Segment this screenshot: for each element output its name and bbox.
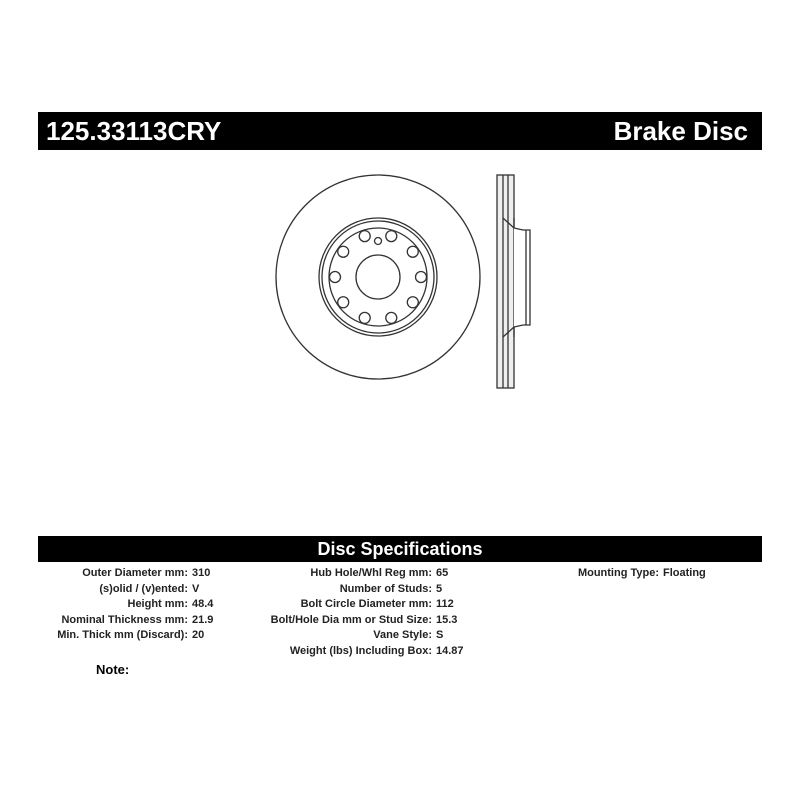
spec-value: 48.4: [192, 598, 214, 611]
spec-value: 5: [436, 582, 443, 595]
spec-label: Weight (lbs) Including Box:: [289, 645, 432, 657]
product-type: Brake Disc: [613, 116, 748, 146]
part-number: 125.33113CRY: [46, 116, 222, 146]
spec-row: Height mm:48.4: [0, 597, 800, 612]
bolt-hole: [337, 245, 350, 258]
spec-label: Height mm:: [127, 598, 189, 611]
bolt-hole: [337, 296, 350, 309]
note-label: Note:: [96, 662, 130, 677]
spec-row: Nominal Thickness mm: 21.9: [0, 613, 800, 628]
spec-value: S: [436, 629, 444, 642]
spec-value: 20: [192, 629, 205, 642]
spec-row: Number of Studs: 5: [0, 582, 800, 597]
spec-row: Hub Hole/Whl Reg mm: 65: [0, 566, 800, 581]
bolt-hole: [385, 229, 398, 243]
spec-value: 310: [192, 567, 211, 579]
spec-value: 65: [436, 567, 449, 579]
spec-label: Nominal Thickness mm:: [61, 613, 188, 626]
spec-label: Bolt/Hole Dia mm or Stud Size:: [270, 613, 432, 626]
spec-value: 14.87: [436, 645, 464, 657]
spec-title-bar: Disc Specifications: [38, 536, 762, 562]
bolt-hole: [385, 311, 398, 325]
spec-label: (s)olid / (v)ented:: [99, 582, 188, 595]
spec-row: (s)olid / (v)ented: V: [0, 582, 800, 597]
spec-value: 15.3: [436, 613, 458, 626]
bolt-hole: [358, 311, 371, 325]
spec-row: Outer Diameter mm: 310: [0, 566, 800, 581]
disc-front-view: [275, 174, 481, 380]
spec-row: Min. Thick mm (Discard): 20: [0, 628, 800, 643]
spec-row: Vane Style: S: [0, 628, 800, 643]
header-bar: 125.33113CRY Brake Disc: [38, 112, 762, 150]
spec-row: Mounting Type: Floating: [0, 566, 800, 581]
spec-label: Mounting Type:: [577, 567, 659, 579]
hub-hole: [355, 254, 401, 300]
spec-label: Number of Studs:: [339, 582, 432, 595]
spec-row: Bolt/Hole Dia mm or Stud Size: 15.3: [0, 613, 800, 628]
bolt-hole: [358, 229, 371, 243]
disc-side-profile: [496, 174, 531, 389]
bolt-hole: [406, 245, 419, 258]
spec-label: Vane Style:: [373, 629, 432, 642]
spec-row: Bolt Circle Diameter mm: 112: [0, 597, 800, 612]
spec-label: Bolt Circle Diameter mm:: [300, 598, 432, 611]
spec-row: Weight (lbs) Including Box: 14.87: [0, 644, 800, 659]
spec-label: Min. Thick mm (Discard):: [57, 629, 188, 642]
spec-value: V: [192, 582, 200, 595]
spec-value: 21.9: [192, 613, 214, 626]
spec-label: Outer Diameter mm:: [82, 567, 188, 579]
spec-value: Floating: [663, 567, 706, 579]
spec-value: 112: [436, 598, 454, 611]
bolt-hole: [414, 270, 428, 284]
bolt-hole: [328, 270, 342, 284]
spec-label: Hub Hole/Whl Reg mm:: [310, 567, 432, 579]
bolt-hole: [406, 296, 419, 309]
